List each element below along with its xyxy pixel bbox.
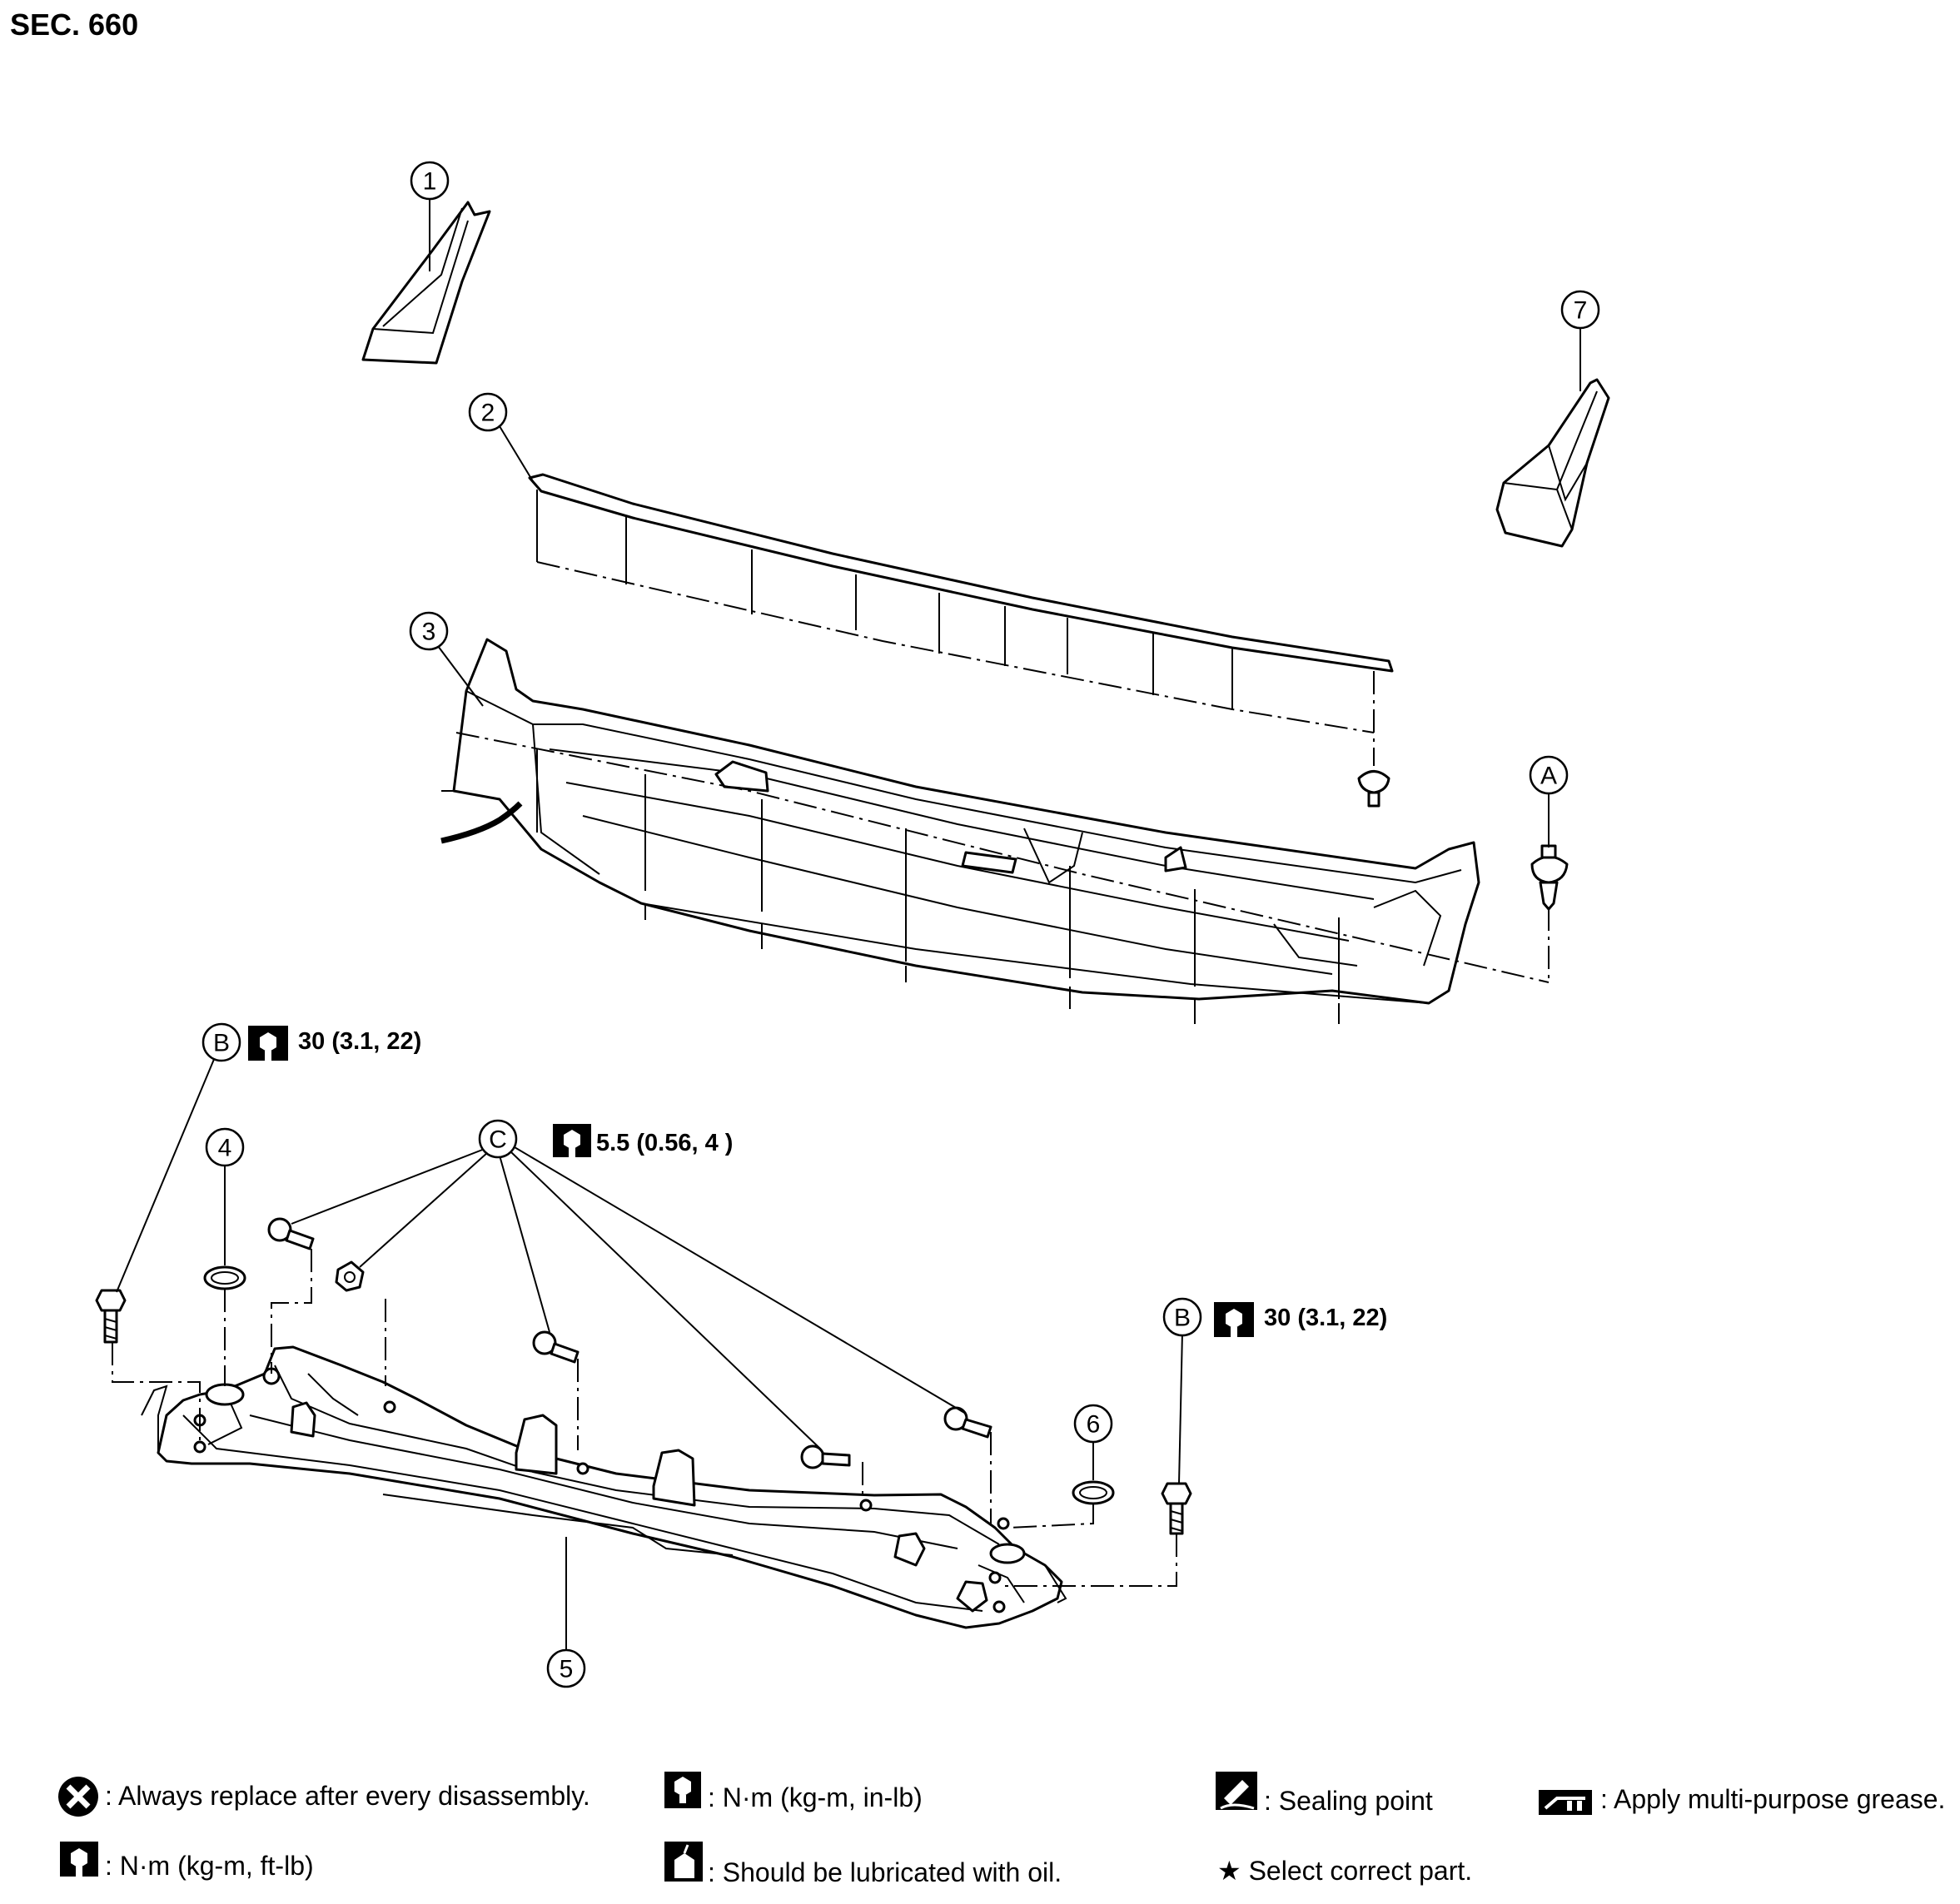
bolt-b-left — [95, 1289, 127, 1344]
legend-sealing-point: : Sealing point — [1216, 1772, 1433, 1816]
svg-text:C: C — [489, 1126, 507, 1154]
svg-text:A: A — [1540, 763, 1557, 790]
cowl-extension-right — [1495, 378, 1610, 548]
screw-c-4 — [800, 1444, 851, 1469]
cowl-extension-left — [361, 201, 491, 365]
oil-can-icon — [664, 1842, 703, 1882]
torque-wrench-icon — [60, 1842, 98, 1877]
svg-text:3: 3 — [422, 619, 436, 646]
cover-clip-guides — [536, 749, 1340, 1024]
screw-c-3 — [532, 1330, 580, 1364]
svg-text:4: 4 — [218, 1135, 232, 1162]
callout-6: 6 — [1073, 1404, 1113, 1444]
callout-4: 4 — [205, 1127, 245, 1167]
callout-5: 5 — [546, 1648, 586, 1688]
svg-text:★ Select correct part.: ★ Select correct part. — [1217, 1856, 1472, 1886]
section-title: SEC. 660 — [10, 7, 138, 42]
svg-text:: N·m (kg-m, ft-lb): : N·m (kg-m, ft-lb) — [105, 1851, 314, 1881]
bolt-b-right — [1161, 1482, 1192, 1535]
grommet-left — [203, 1265, 246, 1290]
callout-c: C — [478, 1119, 518, 1159]
cowl-top-panel — [141, 1345, 1067, 1629]
legend: : Always replace after every disassembly… — [58, 1772, 1945, 1887]
torque-b-right: 30 (3.1, 22) — [1214, 1302, 1387, 1337]
svg-text:6: 6 — [1087, 1411, 1101, 1439]
legend-nm-ft-lb: : N·m (kg-m, ft-lb) — [60, 1842, 314, 1881]
leader-lines — [116, 195, 1581, 1657]
torque-wrench-icon — [1214, 1302, 1254, 1337]
callout-a: A — [1529, 755, 1569, 795]
svg-text:1: 1 — [423, 168, 437, 196]
torque-wrench-icon — [553, 1124, 591, 1157]
screw-c-1 — [267, 1217, 315, 1250]
callout-7: 7 — [1560, 290, 1600, 330]
callout-b-right: B — [1162, 1297, 1202, 1337]
svg-text:: N·m (kg-m, in-lb): : N·m (kg-m, in-lb) — [708, 1782, 923, 1812]
cowl-top-cover — [440, 638, 1550, 1024]
screw-c-5 — [943, 1406, 992, 1439]
svg-text:7: 7 — [1574, 297, 1588, 325]
svg-text:30 (3.1, 22): 30 (3.1, 22) — [1264, 1305, 1387, 1331]
assembly-lines — [112, 1249, 1177, 1587]
torque-b-left: 30 (3.1, 22) — [248, 1026, 421, 1061]
legend-always-replace: : Always replace after every disassembly… — [58, 1777, 590, 1817]
torque-c: 5.5 (0.56, 4 ) — [553, 1124, 733, 1157]
svg-text:B: B — [1174, 1305, 1191, 1332]
legend-nm-in-lb: : N·m (kg-m, in-lb) — [664, 1772, 923, 1812]
x-circle-icon — [58, 1777, 98, 1817]
callout-3: 3 — [409, 611, 449, 651]
cowl-top-seal — [528, 473, 1394, 808]
callout-b-left: B — [201, 1022, 241, 1062]
svg-text:30 (3.1, 22): 30 (3.1, 22) — [298, 1028, 421, 1055]
svg-text:: Should be lubricated with oi: : Should be lubricated with oil. — [708, 1857, 1062, 1887]
grommet-right — [1072, 1480, 1115, 1505]
sealant-icon — [1216, 1772, 1257, 1810]
legend-grease: : Apply multi-purpose grease. — [1539, 1784, 1945, 1815]
svg-text:5.5 (0.56, 4 ): 5.5 (0.56, 4 ) — [596, 1130, 733, 1156]
svg-text:: Apply multi-purpose grease.: : Apply multi-purpose grease. — [1600, 1784, 1945, 1814]
seal-clip-guides — [536, 490, 1233, 709]
svg-text:: Always replace after every d: : Always replace after every disassembly… — [105, 1781, 590, 1811]
svg-text:5: 5 — [560, 1656, 574, 1683]
callout-1: 1 — [410, 161, 450, 201]
svg-text:: Sealing point: : Sealing point — [1264, 1786, 1433, 1816]
nut-c-2 — [335, 1260, 365, 1292]
clip-a — [1530, 844, 1569, 911]
svg-text:2: 2 — [481, 400, 495, 427]
grease-icon — [1539, 1790, 1592, 1815]
legend-lubricate-oil: : Should be lubricated with oil. — [664, 1842, 1062, 1887]
callout-2: 2 — [468, 392, 508, 432]
torque-wrench-icon — [248, 1026, 288, 1061]
svg-text:B: B — [213, 1030, 230, 1057]
torque-wrench-icon — [664, 1772, 701, 1808]
legend-select-part: ★ Select correct part. — [1217, 1856, 1472, 1886]
